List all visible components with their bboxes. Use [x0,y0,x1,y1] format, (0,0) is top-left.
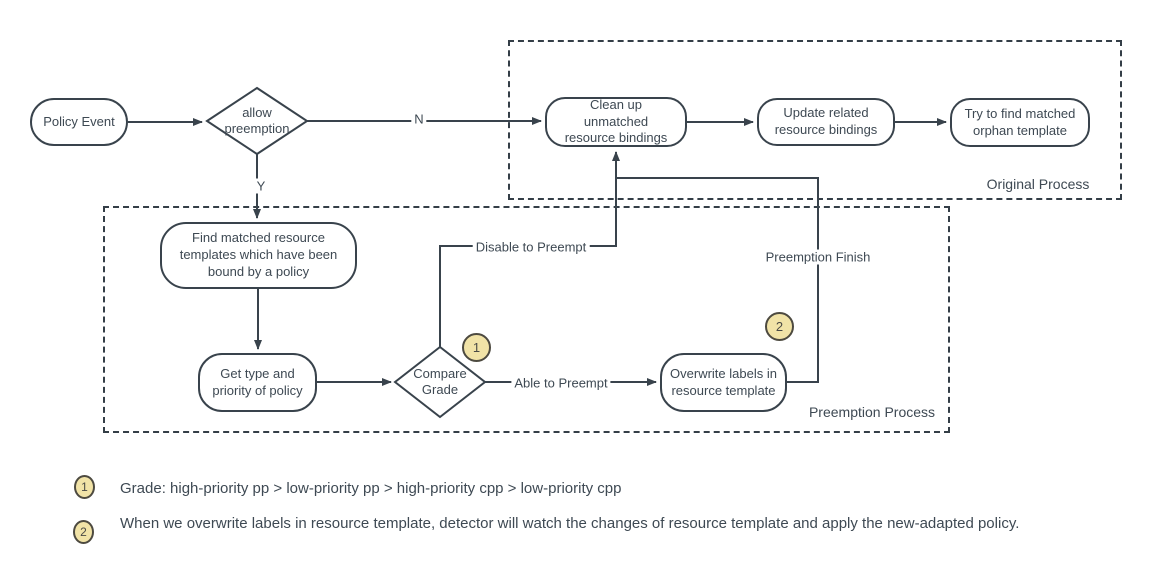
node-update-related: Update related resource bindings [757,98,895,146]
node-get-type: Get type and priority of policy [198,353,317,412]
node-orphan-template-label: Try to find matched orphan template [964,105,1076,138]
edge-label-n: N [411,111,427,127]
node-compare-grade-label: Compare Grade [413,365,467,397]
node-clean-up-label: Clean up unmatched resource bindings [564,96,668,146]
edge-label-disable-to-preempt: Disable to Preempt [472,239,590,255]
node-find-matched: Find matched resource templates which ha… [160,222,357,289]
node-overwrite-labels-label: Overwrite labels in resource template [670,365,777,398]
edge-label-able-to-preempt: Able to Preempt [511,375,611,391]
footnote-2-text: When we overwrite labels in resource tem… [120,515,1020,532]
edge-preemption-finish [616,177,819,383]
node-policy-event-label: Policy Event [43,113,115,129]
footnote-1-text: Grade: high-priority pp > low-priority p… [120,480,622,497]
original-process-group-label: Original Process [986,176,1090,192]
node-update-related-label: Update related resource bindings [774,105,878,137]
node-find-matched-label: Find matched resource templates which ha… [179,230,338,279]
badge-2: 2 [765,312,794,341]
allow-preemption-diamond [205,86,309,156]
edge-label-preemption-finish: Preemption Finish [762,249,874,265]
edge-label-y: Y [253,178,269,194]
node-clean-up: Clean up unmatched resource bindings [545,97,687,147]
node-allow-preemption-label: allow preemption [224,104,290,136]
badge-1: 1 [462,333,491,362]
node-get-type-label: Get type and priority of policy [212,365,303,398]
node-overwrite-labels: Overwrite labels in resource template [660,353,787,412]
node-orphan-template: Try to find matched orphan template [950,98,1090,147]
footnote-2-badge: 2 [73,520,94,544]
preemption-process-group-box [103,206,950,433]
preemption-process-group-label: Preemption Process [808,404,936,420]
footnote-1-badge: 1 [74,475,95,499]
compare-grade-diamond [393,345,487,419]
node-policy-event: Policy Event [30,98,128,146]
